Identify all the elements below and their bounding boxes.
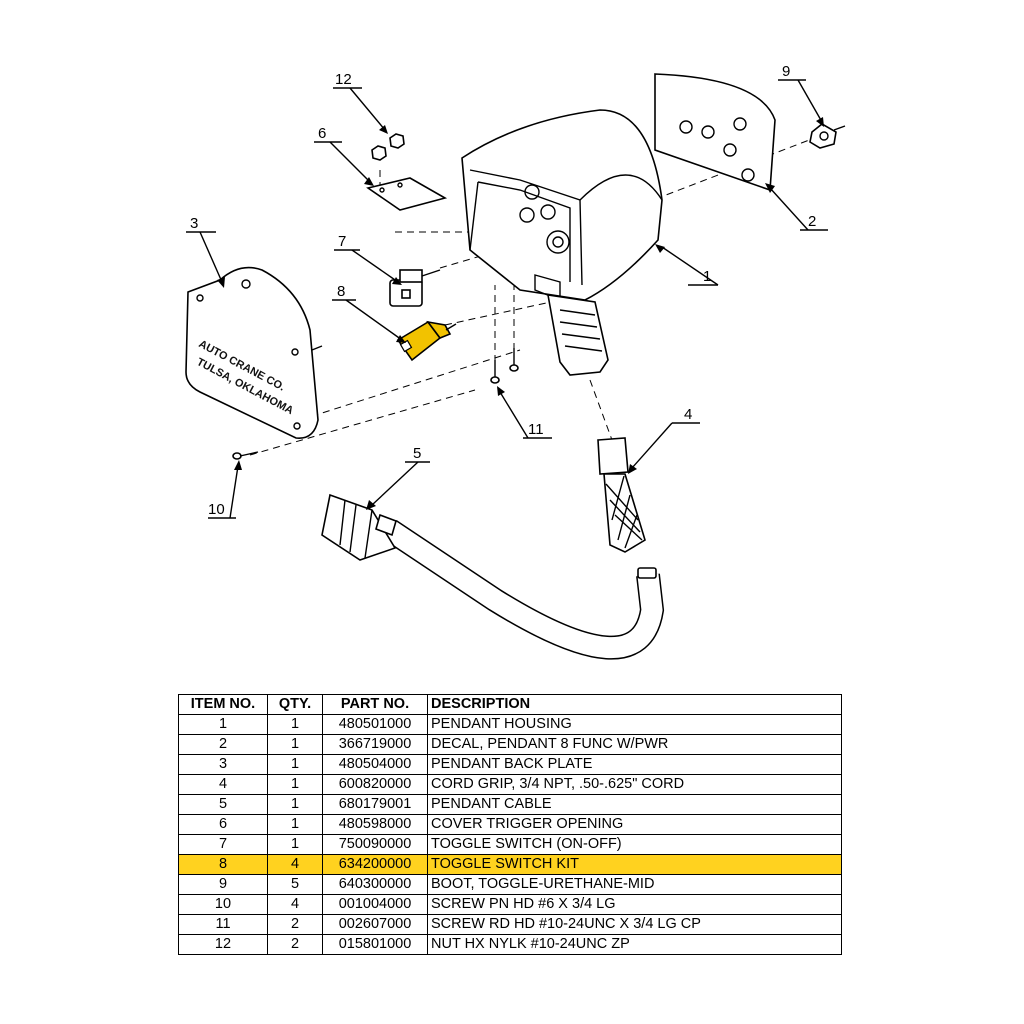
cell-part-no: 002607000 [322, 914, 428, 935]
cell-qty: 2 [267, 934, 323, 955]
cell-description: TOGGLE SWITCH KIT [427, 854, 842, 875]
callout-3: 3 [190, 215, 198, 232]
toggle-boot-part [809, 123, 846, 149]
pendant-housing-part [461, 109, 663, 376]
cell-item-no: 3 [178, 754, 268, 775]
pendant-cable-part [321, 493, 665, 660]
cell-description: SCREW PN HD #6 X 3/4 LG [427, 894, 842, 915]
callout-5: 5 [413, 445, 421, 462]
cell-part-no: 001004000 [322, 894, 428, 915]
cell-qty: 1 [267, 794, 323, 815]
cell-part-no: 480598000 [322, 814, 428, 835]
cell-item-no: 1 [178, 714, 268, 735]
callout-11: 11 [528, 421, 544, 438]
cell-qty: 1 [267, 714, 323, 735]
callout-6: 6 [318, 125, 326, 142]
toggle-switch-part [389, 269, 441, 307]
cell-item-no: 7 [178, 834, 268, 855]
header-part-no: PART NO. [322, 694, 428, 715]
cell-part-no: 366719000 [322, 734, 428, 755]
cell-part-no: 480504000 [322, 754, 428, 775]
callout-leaders [186, 79, 828, 519]
cell-qty: 4 [267, 894, 323, 915]
decal-part [654, 73, 776, 192]
cell-part-no: 480501000 [322, 714, 428, 735]
cell-item-no: 5 [178, 794, 268, 815]
callout-8: 8 [337, 283, 345, 300]
cell-description: PENDANT CABLE [427, 794, 842, 815]
header-item-no: ITEM NO. [178, 694, 268, 715]
cell-part-no: 015801000 [322, 934, 428, 955]
callout-12: 12 [335, 71, 352, 88]
round-head-screws-part [490, 348, 519, 384]
callout-10: 10 [208, 501, 225, 518]
cell-qty: 1 [267, 814, 323, 835]
callout-7: 7 [338, 233, 346, 250]
toggle-switch-kit-part [396, 320, 457, 362]
callout-numbers: 1 2 3 4 5 6 7 8 9 10 11 12 [190, 63, 816, 518]
header-description: DESCRIPTION [427, 694, 842, 715]
cell-qty: 1 [267, 754, 323, 775]
cell-part-no: 750090000 [322, 834, 428, 855]
cell-description: NUT HX NYLK #10-24UNC ZP [427, 934, 842, 955]
pan-head-screw-part [232, 451, 259, 460]
cell-item-no: 8 [178, 854, 268, 875]
header-qty: QTY. [267, 694, 323, 715]
cell-description: TOGGLE SWITCH (ON-OFF) [427, 834, 842, 855]
cell-description: PENDANT HOUSING [427, 714, 842, 735]
cell-qty: 1 [267, 734, 323, 755]
cell-item-no: 6 [178, 814, 268, 835]
cell-qty: 2 [267, 914, 323, 935]
callout-2: 2 [808, 213, 816, 230]
callout-4: 4 [684, 406, 692, 423]
table-header-row: ITEM NO. QTY. PART NO. DESCRIPTION [178, 694, 842, 715]
callout-9: 9 [782, 63, 790, 80]
cell-description: BOOT, TOGGLE-URETHANE-MID [427, 874, 842, 895]
cell-description: PENDANT BACK PLATE [427, 754, 842, 775]
cell-item-no: 12 [178, 934, 268, 955]
cell-description: CORD GRIP, 3/4 NPT, .50-.625" CORD [427, 774, 842, 795]
cell-description: DECAL, PENDANT 8 FUNC W/PWR [427, 734, 842, 755]
cell-description: COVER TRIGGER OPENING [427, 814, 842, 835]
cord-grip-part [597, 437, 646, 553]
cell-item-no: 9 [178, 874, 268, 895]
exploded-parts-diagram: AUTO CRANE CO. TULSA, OKLAHOMA [185, 63, 846, 660]
cell-part-no: 680179001 [322, 794, 428, 815]
cell-item-no: 11 [178, 914, 268, 935]
cell-item-no: 4 [178, 774, 268, 795]
back-plate-part: AUTO CRANE CO. TULSA, OKLAHOMA [185, 266, 323, 439]
cell-qty: 4 [267, 854, 323, 875]
cover-trigger-plate-part [366, 177, 448, 211]
cell-description: SCREW RD HD #10-24UNC X 3/4 LG CP [427, 914, 842, 935]
hex-nuts-part [371, 133, 405, 161]
cell-item-no: 10 [178, 894, 268, 915]
cell-part-no: 634200000 [322, 854, 428, 875]
cell-qty: 1 [267, 774, 323, 795]
cell-qty: 1 [267, 834, 323, 855]
cell-part-no: 600820000 [322, 774, 428, 795]
cell-qty: 5 [267, 874, 323, 895]
callout-1: 1 [703, 268, 711, 285]
cell-part-no: 640300000 [322, 874, 428, 895]
cell-item-no: 2 [178, 734, 268, 755]
